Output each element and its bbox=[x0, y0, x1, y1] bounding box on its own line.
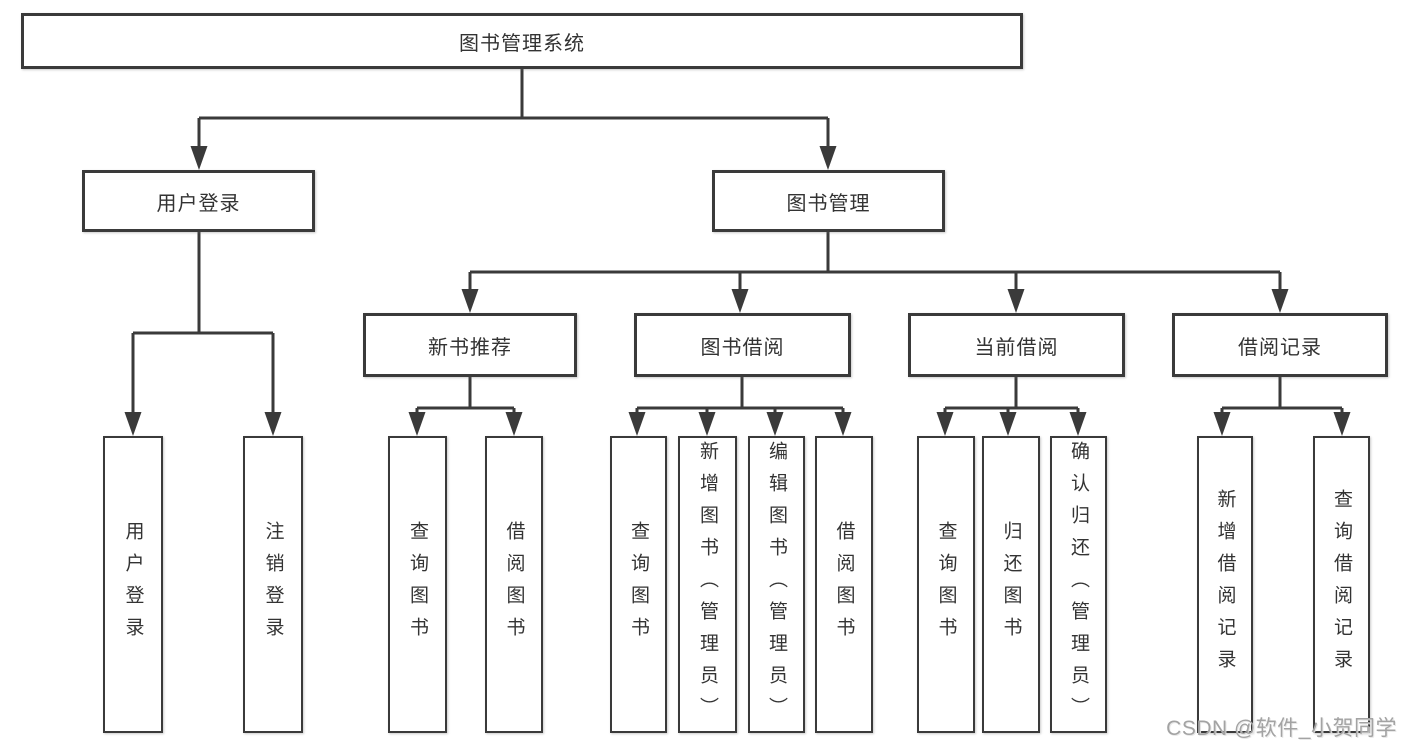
node-query-books-recommend: 查询图书 bbox=[388, 436, 447, 733]
node-book-management: 图书管理 bbox=[712, 170, 945, 232]
node-edit-books-admin: 编辑图书（管理员） bbox=[748, 436, 805, 733]
node-label: 图书借阅 bbox=[700, 336, 785, 359]
arrowhead-icon bbox=[408, 412, 426, 436]
csdn-watermark: CSDN @软件_小贺同学 bbox=[1166, 717, 1397, 740]
node-label: 新增图书（管理员） bbox=[697, 440, 718, 729]
arrowhead-icon bbox=[698, 412, 716, 436]
connector-line bbox=[131, 232, 275, 416]
connector-line bbox=[468, 232, 1282, 293]
node-label: 借阅图书 bbox=[503, 520, 525, 649]
node-label: 图书管理系统 bbox=[459, 32, 585, 55]
node-label: 查询借阅记录 bbox=[1331, 488, 1352, 681]
node-query-books-borrow: 查询图书 bbox=[610, 436, 667, 733]
node-label: 查询图书 bbox=[407, 520, 428, 649]
arrowhead-icon bbox=[834, 412, 852, 436]
node-label: 查询图书 bbox=[935, 520, 957, 649]
node-label: 借阅记录 bbox=[1238, 336, 1322, 359]
connector-lines bbox=[131, 69, 1344, 416]
arrowhead-icon bbox=[1007, 289, 1025, 313]
node-label: 确认归还（管理员） bbox=[1068, 440, 1089, 729]
node-query-borrow-record: 查询借阅记录 bbox=[1313, 436, 1370, 733]
connector-line bbox=[635, 377, 845, 416]
connector-line bbox=[1220, 377, 1344, 416]
node-book-borrow: 图书借阅 bbox=[634, 313, 851, 377]
arrowhead-icon bbox=[731, 289, 749, 313]
node-label: 编辑图书（管理员） bbox=[766, 440, 787, 729]
node-logout-action: 注销登录 bbox=[243, 436, 303, 733]
arrowhead-icon bbox=[999, 412, 1017, 436]
node-borrow-books: 借阅图书 bbox=[815, 436, 873, 733]
node-user-login-action: 用户登录 bbox=[103, 436, 163, 733]
arrowhead-icon bbox=[264, 412, 282, 436]
node-label: 归还图书 bbox=[1000, 520, 1022, 649]
connector-line bbox=[197, 69, 830, 150]
node-borrow-records: 借阅记录 bbox=[1172, 313, 1388, 377]
arrowhead-icon bbox=[190, 146, 208, 170]
node-label: 查询图书 bbox=[628, 520, 649, 649]
node-label: 用户登录 bbox=[156, 192, 241, 215]
node-label: 新书推荐 bbox=[428, 336, 512, 359]
connector-line bbox=[943, 377, 1080, 416]
node-borrow-books-recommend: 借阅图书 bbox=[485, 436, 543, 733]
arrowhead-icon bbox=[505, 412, 523, 436]
node-label: 当前借阅 bbox=[974, 336, 1059, 359]
arrowhead-icon bbox=[1213, 412, 1231, 436]
node-query-books-current: 查询图书 bbox=[917, 436, 975, 733]
node-label: 图书管理 bbox=[786, 192, 871, 215]
arrowhead-icon bbox=[766, 412, 784, 436]
node-label: 用户登录 bbox=[122, 520, 144, 649]
node-add-borrow-record: 新增借阅记录 bbox=[1197, 436, 1253, 733]
node-label: 新增借阅记录 bbox=[1214, 488, 1236, 681]
node-label: 借阅图书 bbox=[833, 520, 855, 649]
connector-arrowheads bbox=[124, 146, 1351, 436]
node-return-books: 归还图书 bbox=[982, 436, 1040, 733]
node-library-system: 图书管理系统 bbox=[21, 13, 1023, 69]
arrowhead-icon bbox=[819, 146, 837, 170]
arrowhead-icon bbox=[1271, 289, 1289, 313]
node-user-login: 用户登录 bbox=[82, 170, 315, 232]
node-add-books-admin: 新增图书（管理员） bbox=[678, 436, 737, 733]
arrowhead-icon bbox=[1069, 412, 1087, 436]
arrowhead-icon bbox=[936, 412, 954, 436]
arrowhead-icon bbox=[461, 289, 479, 313]
node-new-book-recommend: 新书推荐 bbox=[363, 313, 577, 377]
arrowhead-icon bbox=[124, 412, 142, 436]
connector-line bbox=[415, 377, 516, 416]
arrowhead-icon bbox=[1333, 412, 1351, 436]
node-label: 注销登录 bbox=[262, 520, 284, 649]
node-confirm-return-admin: 确认归还（管理员） bbox=[1050, 436, 1107, 733]
node-current-borrow: 当前借阅 bbox=[908, 313, 1125, 377]
arrowhead-icon bbox=[628, 412, 646, 436]
